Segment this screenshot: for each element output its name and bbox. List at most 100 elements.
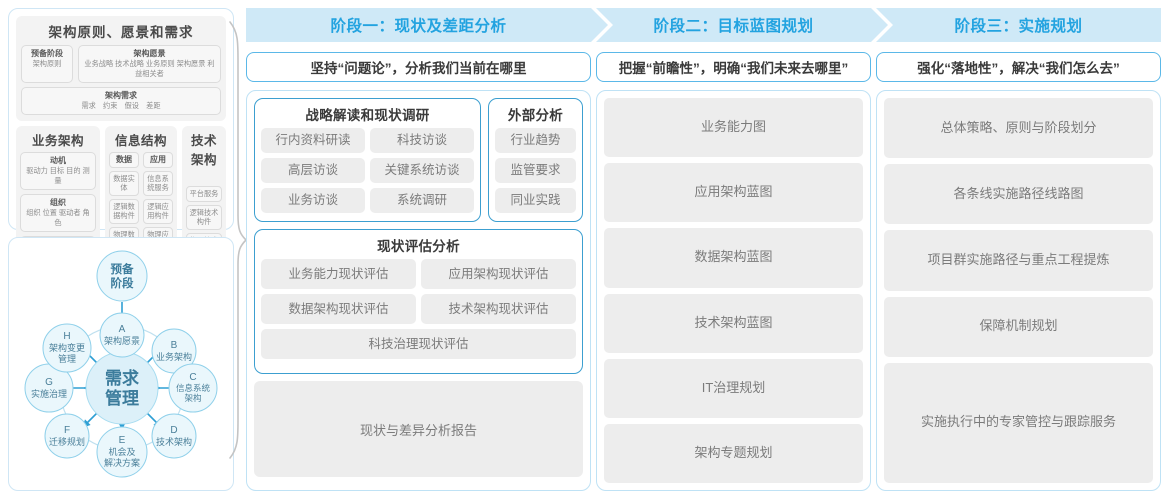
- phase-3-item[interactable]: 实施执行中的专家管控与跟踪服务: [884, 362, 1153, 484]
- research-item[interactable]: 行内资料研读: [261, 128, 365, 153]
- phase-2-list: 业务能力图 应用架构蓝图 数据架构蓝图 技术架构蓝图 IT治理规划 架构专题规划: [604, 98, 863, 484]
- cycle-node-key: B: [171, 340, 178, 351]
- box-sub: 组织 位置 驱动者 角色: [26, 208, 90, 227]
- phase-2-item[interactable]: 技术架构蓝图: [604, 293, 863, 353]
- cycle-node-key: E: [119, 435, 126, 446]
- cycle-node-key: G: [45, 377, 53, 388]
- cycle-node-key: H: [63, 331, 70, 342]
- column-header: 技术架构: [190, 134, 217, 167]
- cycle-node-label-cont: 架构: [184, 393, 201, 403]
- external-analysis-card: 外部分析 行业趋势 监管要求 同业实践: [488, 98, 583, 222]
- box-sub: 需求 约束 假设 差距: [81, 101, 161, 110]
- box-sub: 架构原则: [32, 59, 62, 68]
- assessment-item[interactable]: 数据架构现状评估: [261, 294, 416, 324]
- phase-2-subtitle: 把握“前瞻性”，明确“我们未来去哪里”: [596, 52, 871, 82]
- phase-3-item[interactable]: 项目群实施路径与重点工程提炼: [884, 230, 1153, 291]
- column-header: 业务架构: [31, 134, 84, 148]
- phase-2-item[interactable]: 架构专题规划: [604, 423, 863, 484]
- external-item[interactable]: 行业趋势: [495, 128, 576, 153]
- cycle-node-label: 架构变更: [49, 342, 85, 353]
- research-item[interactable]: 高层访谈: [261, 158, 365, 183]
- research-item[interactable]: 科技访谈: [370, 128, 474, 153]
- mini-item: 逻辑技术构件: [186, 204, 222, 230]
- mini-item: 逻辑应用构件: [143, 198, 173, 224]
- phase-1-body: 战略解读和现状调研 行内资料研读 科技访谈 高层访谈 关键系统访谈 业务访谈 系…: [246, 90, 591, 491]
- adm-cycle-diagram: 需求 管理 预备 阶段 A 架构愿景 B 业务架构 C: [9, 238, 235, 492]
- cycle-node-label: 业务架构: [156, 351, 192, 362]
- cycle-node-key: D: [170, 425, 177, 436]
- assessment-item[interactable]: 应用架构现状评估: [421, 259, 576, 289]
- phase-1-report[interactable]: 现状与差异分析报告: [254, 381, 583, 477]
- external-item[interactable]: 监管要求: [495, 158, 576, 183]
- phase-3-list: 总体策略、原则与阶段划分 各条线实施路径线路图 项目群实施路径与重点工程提炼 保…: [884, 98, 1153, 484]
- phase-3-header: 阶段三：实施规划: [876, 8, 1161, 42]
- cycle-node-label: 实施治理: [31, 388, 67, 399]
- phase-3-item[interactable]: 总体策略、原则与阶段划分: [884, 98, 1153, 159]
- brace-connector: [226, 20, 248, 465]
- box-sub: 业务战略 技术战略 业务原则 架构愿景 利益相关者: [84, 59, 215, 78]
- framework-box-vision: 架构愿景 业务战略 技术战略 业务原则 架构愿景 利益相关者: [78, 45, 221, 83]
- mini-item: 平台服务: [186, 186, 222, 202]
- current-assessment-card: 现状评估分析 业务能力现状评估 应用架构现状评估 数据架构现状评估 技术架构现状…: [254, 229, 583, 374]
- phase-3-body: 总体策略、原则与阶段划分 各条线实施路径线路图 项目群实施路径与重点工程提炼 保…: [876, 90, 1161, 491]
- phase-2-item[interactable]: 应用架构蓝图: [604, 163, 863, 223]
- phase-2-item[interactable]: IT治理规划: [604, 358, 863, 418]
- cycle-node-label: 迁移规划: [49, 436, 85, 447]
- left-panel: 架构原则、愿景和需求 预备阶段 架构原则 架构愿景 业务战略 技术战略 业务原则…: [8, 8, 234, 491]
- box-title: 架构愿景: [133, 49, 166, 58]
- box-title: 预备阶段: [31, 49, 63, 58]
- phase-3-subtitle: 强化“落地性”，解决“我们怎么去”: [876, 52, 1161, 82]
- box-title: 架构需求: [105, 91, 137, 100]
- framework-box-requirements: 架构需求 需求 约束 假设 差距: [21, 87, 221, 115]
- research-item[interactable]: 业务访谈: [261, 188, 365, 213]
- phase-1: 阶段一：现状及差距分析 坚持“问题论”，分析我们当前在哪里 战略解读和现状调研 …: [246, 8, 608, 491]
- box-sub: 驱动力 目标 目的 测量: [26, 166, 90, 185]
- cycle-node-key: C: [189, 372, 196, 383]
- current-assessment-title: 现状评估分析: [377, 239, 460, 254]
- column-header: 信息结构: [114, 134, 167, 148]
- phase-3-item[interactable]: 保障机制规划: [884, 296, 1153, 357]
- phase-2-header: 阶段二：目标蓝图规划: [596, 8, 888, 42]
- mini-item: 逻辑数据构件: [109, 198, 139, 224]
- research-item[interactable]: 系统调研: [370, 188, 474, 213]
- cycle-node-key: A: [119, 324, 126, 335]
- phase-1-subtitle: 坚持“问题论”，分析我们当前在哪里: [246, 52, 591, 82]
- external-item[interactable]: 同业实践: [495, 188, 576, 213]
- strategy-research-title: 战略解读和现状调研: [305, 108, 430, 123]
- mini-item: 数据实体: [109, 170, 139, 196]
- cycle-node-label-cont: 解决方案: [104, 457, 140, 468]
- phase-1-header: 阶段一：现状及差距分析: [246, 8, 608, 42]
- cycle-node-label: 机会及: [108, 446, 135, 457]
- cycle-node-label: 技术架构: [156, 436, 192, 447]
- cycle-center-line1: 需求: [105, 368, 139, 388]
- mini-item: 信息系统服务: [143, 170, 173, 196]
- framework-title: 架构原则、愿景和需求: [48, 25, 194, 40]
- phase-2: 阶段二：目标蓝图规划 把握“前瞻性”，明确“我们未来去哪里” 业务能力图 应用架…: [596, 8, 888, 491]
- phase-2-item[interactable]: 数据架构蓝图: [604, 228, 863, 288]
- research-item[interactable]: 关键系统访谈: [370, 158, 474, 183]
- framework-principles-section: 架构原则、愿景和需求 预备阶段 架构原则 架构愿景 业务战略 技术战略 业务原则…: [16, 16, 226, 121]
- cycle-preliminary-line1: 预备: [111, 262, 134, 276]
- cycle-node-key: F: [64, 425, 70, 436]
- assessment-item[interactable]: 业务能力现状评估: [261, 259, 416, 289]
- phase-2-item[interactable]: 业务能力图: [604, 98, 863, 158]
- box-title: 动机: [50, 156, 66, 165]
- phase-3: 阶段三：实施规划 强化“落地性”，解决“我们怎么去” 总体策略、原则与阶段划分 …: [876, 8, 1161, 491]
- togaf-framework-card: 架构原则、愿景和需求 预备阶段 架构原则 架构愿景 业务战略 技术战略 业务原则…: [8, 8, 234, 323]
- external-analysis-title: 外部分析: [507, 108, 564, 123]
- phase-2-body: 业务能力图 应用架构蓝图 数据架构蓝图 技术架构蓝图 IT治理规划 架构专题规划: [596, 90, 871, 491]
- strategy-research-card: 战略解读和现状调研 行内资料研读 科技访谈 高层访谈 关键系统访谈 业务访谈 系…: [254, 98, 481, 222]
- box-title: 组织: [50, 198, 66, 207]
- assessment-item-wide[interactable]: 科技治理现状评估: [261, 329, 576, 359]
- cycle-preliminary-line2: 阶段: [111, 276, 134, 290]
- business-box-motivation: 动机 驱动力 目标 目的 测量: [20, 152, 96, 190]
- assessment-item[interactable]: 技术架构现状评估: [421, 294, 576, 324]
- business-box-organization: 组织 组织 位置 驱动者 角色: [20, 194, 96, 232]
- cycle-center-line2: 管理: [105, 388, 139, 408]
- subcolumn-header: 数据: [109, 152, 139, 168]
- cycle-node-label: 信息系统: [176, 383, 211, 393]
- framework-box-preliminary: 预备阶段 架构原则: [21, 45, 73, 83]
- cycle-node-label: 架构愿景: [104, 335, 140, 346]
- phase-3-item[interactable]: 各条线实施路径线路图: [884, 164, 1153, 225]
